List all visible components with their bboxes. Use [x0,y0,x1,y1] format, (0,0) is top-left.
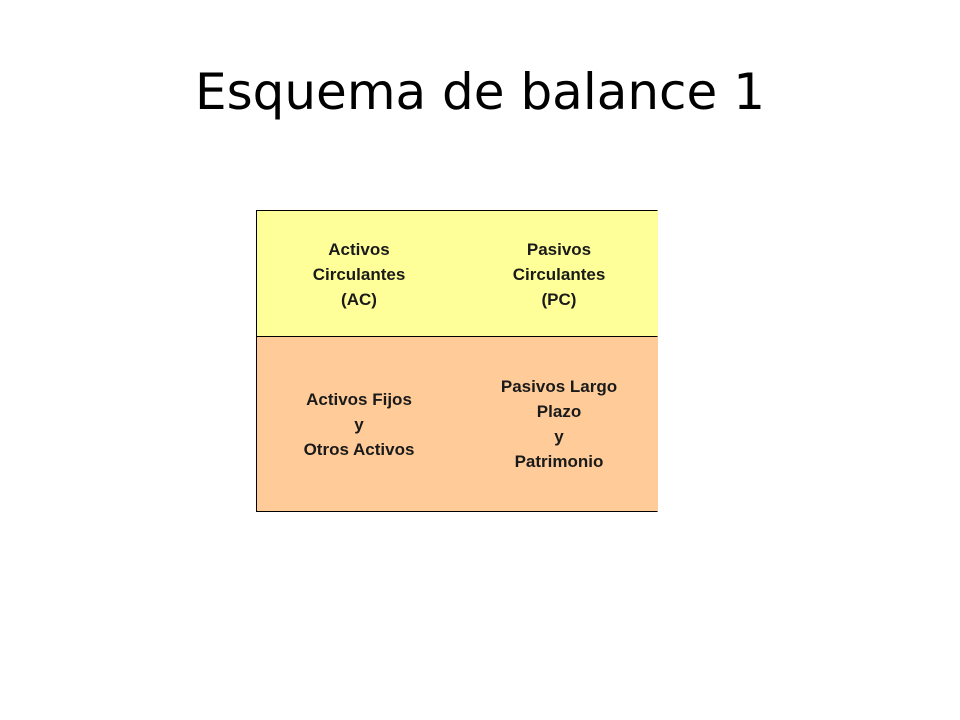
current-assets-label: Activos Circulantes (AC) [313,237,406,312]
long-term-liabilities-line-2: Plazo [536,402,582,421]
current-assets-line-1: Activos [328,239,390,259]
current-liabilities-line-2: Circulantes [512,264,606,284]
current-assets-line-2: Circulantes [312,264,406,284]
fixed-assets-line-2: y [354,414,364,434]
long-term-liabilities-line-4: Patrimonio [514,452,604,471]
current-liabilities-label: Pasivos Circulantes (PC) [513,237,606,312]
current-assets-box: Activos Circulantes (AC) [256,210,462,337]
fixed-assets-line-1: Activos Fijos [306,389,412,409]
current-liabilities-line-1: Pasivos [526,239,592,259]
current-assets-line-3: (AC) [341,289,377,309]
long-term-liabilities-line-3: y [554,427,564,446]
current-liabilities-line-3: (PC) [541,289,577,309]
current-liabilities-box: Pasivos Circulantes (PC) [461,210,658,337]
fixed-assets-box: Activos Fijos y Otros Activos [256,336,462,512]
fixed-assets-line-3: Otros Activos [303,439,415,459]
balance-sheet-diagram: Activos Circulantes (AC) Pasivos Circula… [256,210,658,512]
fixed-assets-label: Activos Fijos y Otros Activos [304,387,415,462]
long-term-liabilities-label: Pasivos Largo Plazo y Patrimonio [501,374,617,474]
slide-title: Esquema de balance 1 [194,63,766,121]
long-term-liabilities-box: Pasivos Largo Plazo y Patrimonio [461,336,658,512]
long-term-liabilities-line-1: Pasivos Largo [500,377,618,396]
